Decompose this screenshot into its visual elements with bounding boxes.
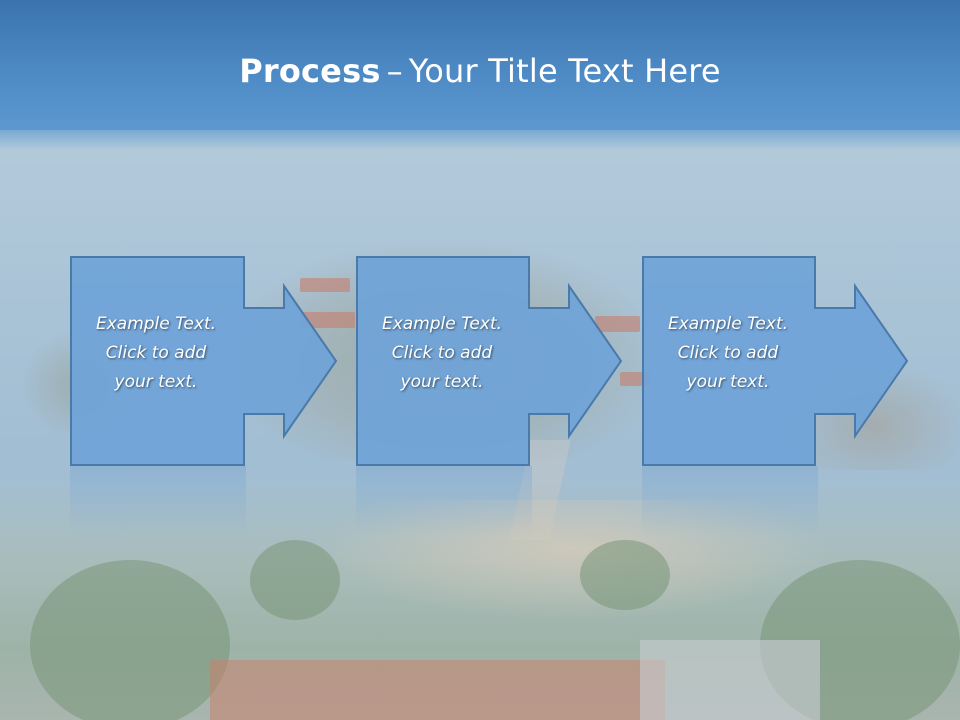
beach-image — [310, 500, 830, 620]
slide-title[interactable]: Process–Your Title Text Here — [0, 52, 960, 90]
roof-shape — [300, 278, 350, 292]
process-step-1[interactable]: Example Text. Click to add your text. — [70, 256, 350, 466]
step-line: your text. — [400, 372, 484, 392]
step-line: Example Text. — [667, 314, 789, 334]
roof-shape — [595, 316, 640, 332]
title-rest: Your Title Text Here — [408, 52, 721, 90]
step-shape — [642, 256, 909, 466]
title-separator: – — [386, 52, 403, 90]
horizon-haze — [0, 120, 960, 150]
process-step-3[interactable]: Example Text. Click to add your text. — [642, 256, 922, 466]
step-text: Example Text. Click to add your text. — [70, 310, 242, 397]
step-line: Click to add — [105, 343, 207, 363]
step-line: Example Text. — [95, 314, 217, 334]
building-image — [210, 660, 665, 720]
step-reflection — [70, 466, 246, 536]
process-step-2[interactable]: Example Text. Click to add your text. — [356, 256, 636, 466]
step-reflection — [356, 466, 532, 536]
step-text: Example Text. Click to add your text. — [642, 310, 814, 397]
trees-image — [30, 560, 230, 720]
step-line: Click to add — [391, 343, 493, 363]
step-shape — [356, 256, 623, 466]
step-line: Click to add — [677, 343, 779, 363]
sky-background — [0, 0, 960, 130]
step-reflection — [642, 466, 818, 536]
title-bold-part: Process — [239, 52, 381, 90]
step-line: your text. — [114, 372, 198, 392]
trees-image — [580, 540, 670, 610]
roof-shape — [300, 312, 355, 328]
step-text: Example Text. Click to add your text. — [356, 310, 528, 397]
trees-image — [250, 540, 340, 620]
step-line: Example Text. — [381, 314, 503, 334]
step-line: your text. — [686, 372, 770, 392]
step-shape — [70, 256, 338, 466]
building-image — [640, 640, 820, 720]
